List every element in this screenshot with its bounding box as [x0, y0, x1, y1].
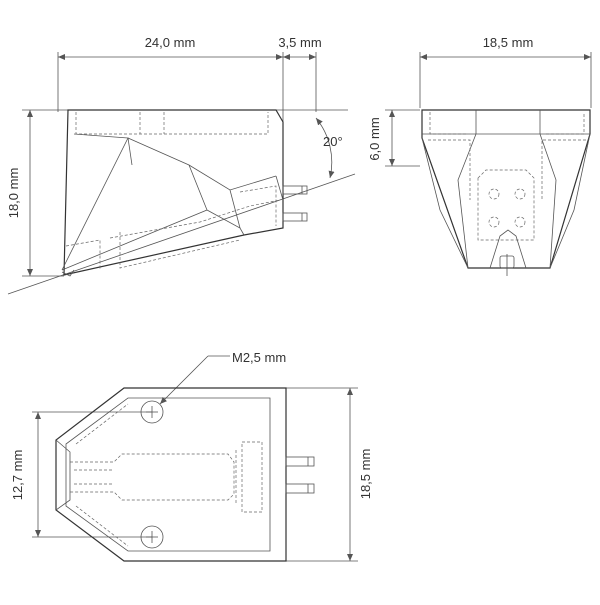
side-hidden-connector [239, 185, 277, 226]
side-hidden-slot [139, 112, 165, 134]
top-screw-label: M2,5 mm [232, 350, 286, 365]
top-body-outline [55, 387, 287, 562]
top-pin-lower [285, 483, 315, 494]
side-angle-arc [315, 117, 335, 179]
top-inner-outline [65, 397, 271, 552]
top-screw-hole-upper [140, 400, 164, 424]
front-inner-facets [457, 133, 557, 269]
side-length-label: 24,0 mm [145, 35, 196, 50]
side-view: 24,0 mm 3,5 mm 18,0 mm 20° [6, 35, 356, 295]
side-facet-3 [61, 164, 208, 271]
front-width-label: 18,5 mm [483, 35, 534, 50]
top-front-edge [55, 439, 71, 511]
side-facet-5 [229, 189, 241, 229]
side-facet-6 [275, 175, 284, 201]
front-hidden-hole-1 [488, 188, 500, 200]
side-body-outline [63, 109, 284, 276]
top-screw-leader [159, 355, 209, 405]
side-facet-2 [127, 137, 277, 191]
front-hidden-hole-4 [514, 216, 526, 228]
top-mount-spacing-label: 12,7 mm [10, 450, 25, 501]
top-pin-upper [285, 456, 315, 467]
side-angle-reference-line [7, 173, 356, 295]
side-pin-lower [282, 212, 308, 222]
front-stylus-housing [489, 229, 527, 269]
side-facet-1 [61, 133, 129, 271]
front-hidden-sides [428, 139, 586, 200]
side-height-label: 18,0 mm [6, 168, 21, 219]
front-view: 18,5 mm 6,0 mm [367, 35, 592, 276]
top-screw-hole-lower [140, 525, 164, 549]
side-pins [282, 185, 308, 222]
side-angle-label: 20° [323, 134, 343, 149]
side-stylus [61, 269, 75, 277]
front-hidden-top [429, 112, 585, 135]
top-hidden-channel [70, 453, 235, 501]
top-width-label: 18,5 mm [358, 449, 373, 500]
front-hidden-hole-2 [514, 188, 526, 200]
side-hidden-top [75, 112, 269, 135]
side-pin-length-label: 3,5 mm [278, 35, 321, 50]
side-hidden-inner [65, 199, 281, 270]
side-pin-upper [282, 185, 308, 195]
front-side-facets [421, 133, 591, 269]
top-pins [285, 456, 315, 494]
front-hidden-hole-3 [488, 216, 500, 228]
front-hidden-block [477, 169, 535, 241]
top-hidden-connector [235, 441, 263, 513]
side-hidden-block [119, 232, 241, 269]
top-hidden-edges [75, 403, 129, 547]
front-step-label: 6,0 mm [367, 117, 382, 160]
side-facet-7 [127, 137, 133, 166]
top-view: M2,5 mm 18,5 mm 12,7 mm [10, 350, 373, 562]
